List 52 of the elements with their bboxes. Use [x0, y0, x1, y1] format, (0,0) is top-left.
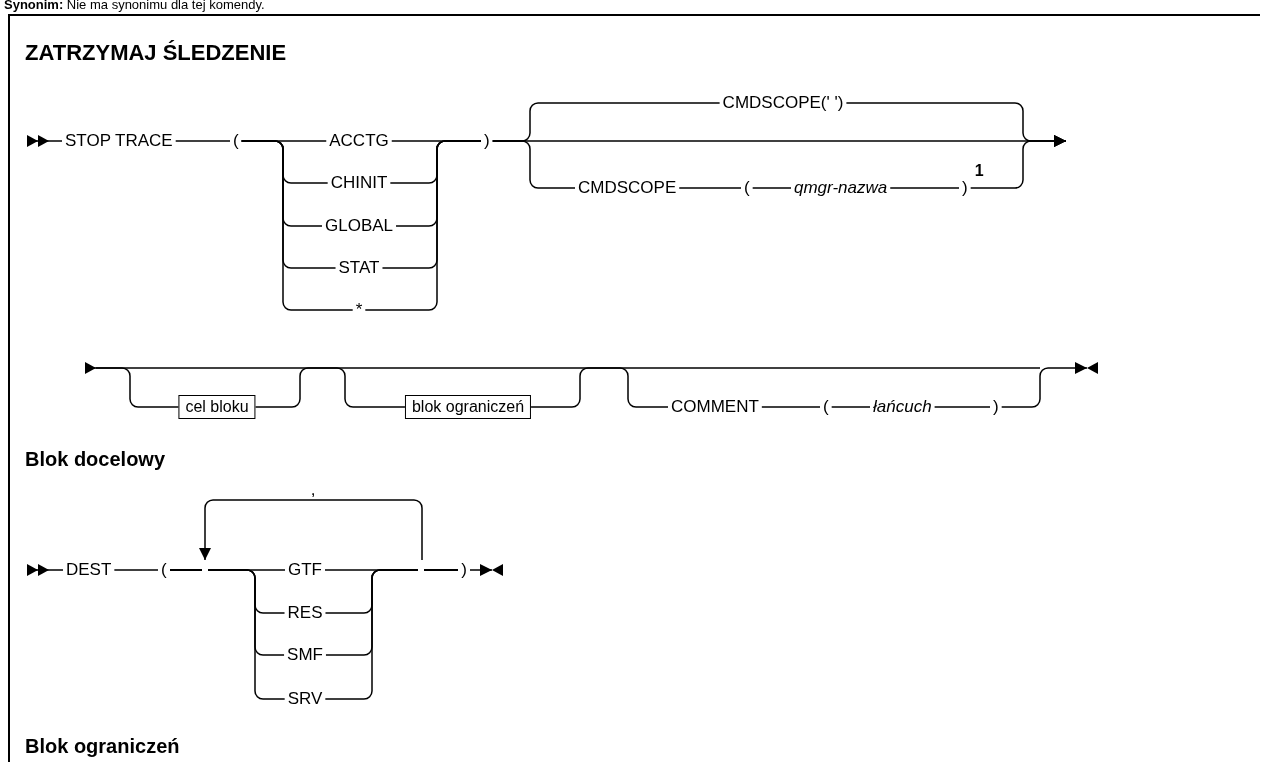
syntax-keyword: SMF [284, 645, 326, 665]
block-reference-box: blok ograniczeń [404, 395, 532, 419]
syntax-keyword: DEST [63, 560, 115, 580]
rail-line [84, 362, 180, 408]
syntax-keyword: ) [481, 131, 493, 151]
syntax-keyword: STOP TRACE [62, 131, 176, 151]
syntax-keyword: CHINIT [327, 173, 391, 193]
rail-line [761, 406, 821, 408]
syntax-keyword: ( [820, 397, 832, 417]
diagram-title: ZATRZYMAJ ŚLEDZENIE [25, 40, 287, 66]
rail-line [889, 187, 960, 189]
rail-line [969, 135, 1067, 189]
rail-line [254, 367, 406, 408]
syntax-keyword: ACCTG [326, 131, 392, 151]
rail-line [364, 140, 482, 311]
rail-line [530, 367, 669, 408]
syntax-keyword: * [352, 300, 366, 320]
rail-line [469, 564, 493, 576]
variable-text: łańcuch [870, 397, 935, 417]
syntax-keyword: ( [741, 178, 753, 198]
syntax-keyword: CMDSCOPE(' ') [719, 93, 847, 113]
rail-line [324, 569, 419, 700]
rail-line [240, 140, 354, 311]
rail-line [678, 187, 742, 189]
syntax-keyword: STAT [335, 258, 383, 278]
syntax-keyword: ( [230, 131, 242, 151]
syntax-keyword: ) [418, 560, 470, 580]
syntax-keyword: RES [284, 603, 326, 623]
syntax-keyword: ( [158, 560, 208, 580]
rail-line [113, 569, 159, 571]
syntax-keyword: COMMENT [668, 397, 762, 417]
rail-line [199, 499, 423, 561]
syntax-keyword: ) [990, 397, 1002, 417]
rail-line [26, 135, 63, 147]
rail-line [751, 187, 792, 189]
footnote-mark: 1 [974, 162, 984, 180]
rail-line [26, 564, 64, 576]
rail-line [830, 406, 871, 408]
block-reference-box: cel bloku [178, 395, 256, 419]
variable-text: qmgr-nazwa [791, 178, 891, 198]
rail-line [1000, 362, 1088, 408]
section-heading: Blok docelowy [25, 448, 166, 471]
syntax-keyword: ) [959, 178, 971, 198]
syntax-keyword: GTF [285, 560, 325, 580]
rail-line [207, 569, 286, 700]
rail-line [174, 140, 231, 142]
syntax-keyword: SRV [284, 689, 326, 709]
syntax-keyword: GLOBAL [322, 216, 396, 236]
synonym-note: Synonim: Nie ma synonimu dla tej komendy. [4, 0, 265, 12]
section-heading: Blok ograniczeń [25, 735, 180, 758]
rail-line [933, 406, 991, 408]
syntax-keyword: CMDSCOPE [575, 178, 680, 198]
